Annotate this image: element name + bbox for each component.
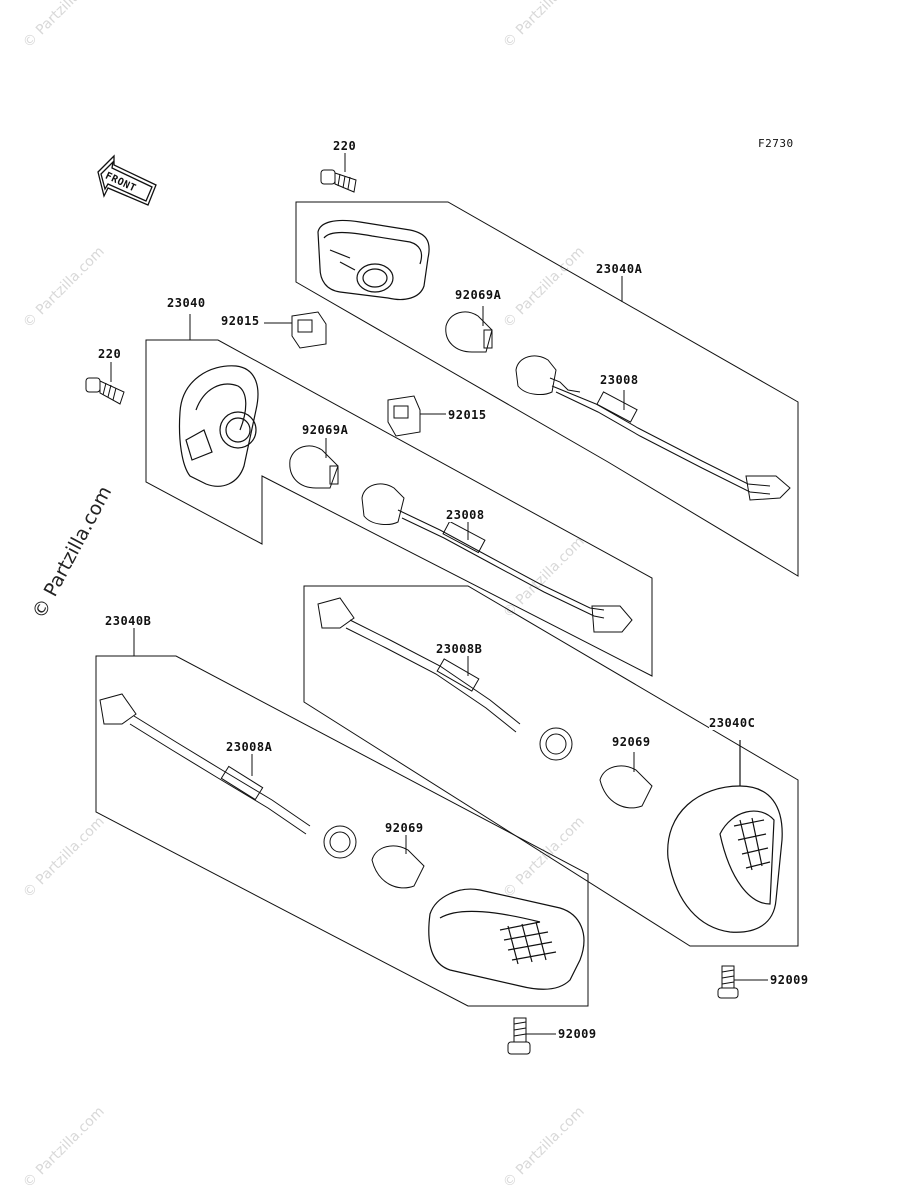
part-label-220-top: 220 (333, 139, 357, 153)
part-label-92069a-upper: 92069A (455, 288, 502, 302)
part-label-92069a-lower: 92069A (302, 423, 349, 437)
lamp-housing-icon (667, 740, 783, 933)
assembly-box-23040c (303, 585, 799, 947)
clip-icon (387, 395, 446, 437)
socket-harness (317, 597, 573, 761)
bulb-icon (599, 752, 653, 809)
part-label-23008-upper: 23008 (600, 373, 639, 387)
part-label-23008b: 23008B (436, 642, 483, 656)
part-label-92009-left: 92009 (558, 1027, 597, 1041)
lamp-housing-icon (178, 365, 259, 487)
lamp-housing-icon (317, 219, 430, 301)
part-label-23040a: 23040A (596, 262, 643, 276)
figure-code: F2730 (758, 137, 794, 151)
part-label-92015-upper: 92015 (221, 314, 260, 328)
bulb-icon (371, 834, 425, 889)
screw-icon (717, 965, 768, 999)
part-label-92009-right: 92009 (770, 973, 809, 987)
screw-icon (85, 362, 125, 405)
lamp-housing-icon (428, 888, 585, 990)
socket-harness (361, 483, 633, 633)
assembly-box-23040a (295, 201, 799, 577)
assembly-box-23040 (145, 339, 653, 677)
front-arrow-icon (97, 154, 157, 206)
part-label-23040b: 23040B (105, 614, 152, 628)
part-label-92069-right: 92069 (612, 735, 651, 749)
screw-icon (320, 152, 357, 193)
screw-icon (507, 1017, 556, 1055)
socket-harness (99, 693, 357, 859)
bulb-icon (445, 306, 493, 353)
part-label-23040c: 23040C (709, 716, 756, 730)
assembly-box-23040b (95, 655, 589, 1007)
part-label-23008a: 23008A (226, 740, 273, 754)
bulb-icon (289, 438, 339, 489)
part-label-92015-lower: 92015 (448, 408, 487, 422)
part-label-92069-left: 92069 (385, 821, 424, 835)
part-label-23040: 23040 (167, 296, 206, 310)
part-label-220-left: 220 (98, 347, 122, 361)
part-label-23008-lower: 23008 (446, 508, 485, 522)
socket-harness (515, 355, 791, 501)
clip-icon (264, 311, 327, 349)
